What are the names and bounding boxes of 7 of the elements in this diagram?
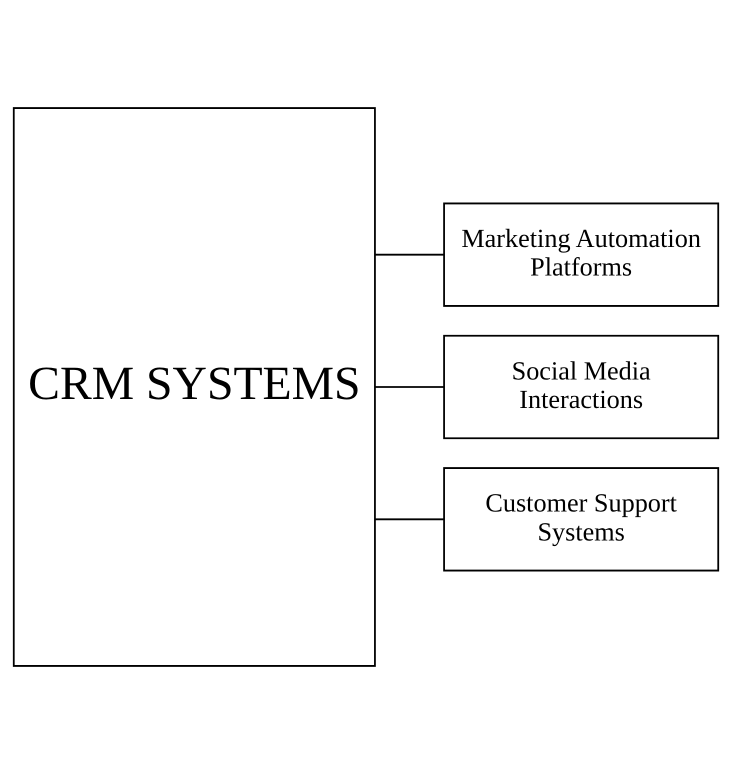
connector <box>374 386 444 388</box>
node-box: Customer Support Systems <box>442 467 719 572</box>
node-box: Social Media Interactions <box>442 334 719 440</box>
connector <box>374 254 444 256</box>
node-box: Marketing Automation Platforms <box>442 202 719 307</box>
connector <box>374 518 444 520</box>
node-box: CRM SYSTEMS <box>12 107 376 667</box>
